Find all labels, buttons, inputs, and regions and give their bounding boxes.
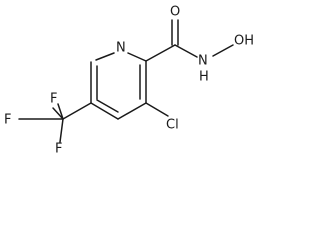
bond-c2-carbonyl — [145, 44, 176, 62]
atom-label-pyridine-n: N — [116, 41, 126, 56]
bond-c4-c5-inner — [96, 99, 119, 113]
bond-n1-c2 — [127, 52, 147, 62]
atom-label-carbonyl-o: O — [170, 5, 180, 20]
bond-cf3-f-bottom — [59, 118, 64, 143]
atom-label-fluorine-bottom: F — [55, 142, 62, 157]
bond-c3-c4 — [117, 102, 147, 120]
bond-carbonyl-n — [174, 44, 198, 58]
bond-c4-c5 — [90, 102, 119, 120]
atom-label-amide-n: N — [198, 54, 208, 69]
molecule-structure: N O N H OH Cl F F F — [4, 5, 254, 157]
bond-n-oh — [212, 44, 234, 57]
hydroxamic-acid-group — [145, 19, 234, 62]
bond-c6-n1 — [95, 52, 115, 61]
atom-label-chlorine: Cl — [166, 118, 179, 133]
atom-label-fluorine-top: F — [50, 92, 57, 107]
pyridine-ring — [90, 52, 147, 120]
bond-c3-cl — [145, 102, 169, 117]
bond-cf3-f-top — [52, 107, 64, 120]
bond-c5-cf3 — [62, 102, 92, 120]
atom-label-hydroxyl: OH — [234, 34, 254, 49]
atom-label-fluorine-left: F — [4, 113, 11, 128]
bond-cf3-f-top-ext — [57, 103, 64, 120]
atom-label-amide-h: H — [199, 70, 209, 85]
trifluoromethyl-group — [18, 102, 92, 143]
